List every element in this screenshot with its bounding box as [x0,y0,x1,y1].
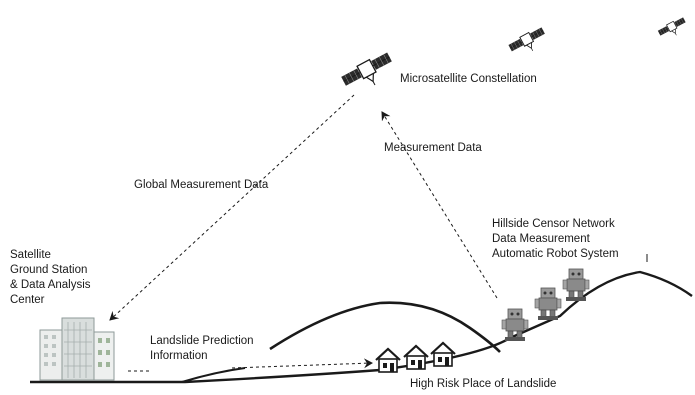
hill-outline [269,301,501,353]
house-icon [402,344,430,371]
satellite-icon [340,51,396,96]
satellite-icon [507,26,548,59]
measurement-data-label: Measurement Data [384,142,482,154]
risk-place-label: High Risk Place of Landslide [410,378,557,390]
slope-line [181,367,246,383]
robot-icon [534,287,562,321]
global-data-label: Global Measurement Data [134,179,269,191]
house-icon [374,347,402,374]
robot-system-label: Hillside Censor Network Data Measurement… [492,218,619,260]
office-building-icon [39,317,115,381]
ground-line [30,270,693,384]
prediction-label: Landslide Prediction Information [150,335,254,362]
satellite-icon [657,17,688,42]
constellation-label: Microsatellite Constellation [400,73,537,85]
house-icon [429,341,457,368]
global-data-arrow [109,94,355,321]
measurement-data-arrow [381,111,498,299]
prediction-arrow [231,358,373,369]
ground-station-label: Satellite Ground Station & Data Analysis… [10,249,91,306]
